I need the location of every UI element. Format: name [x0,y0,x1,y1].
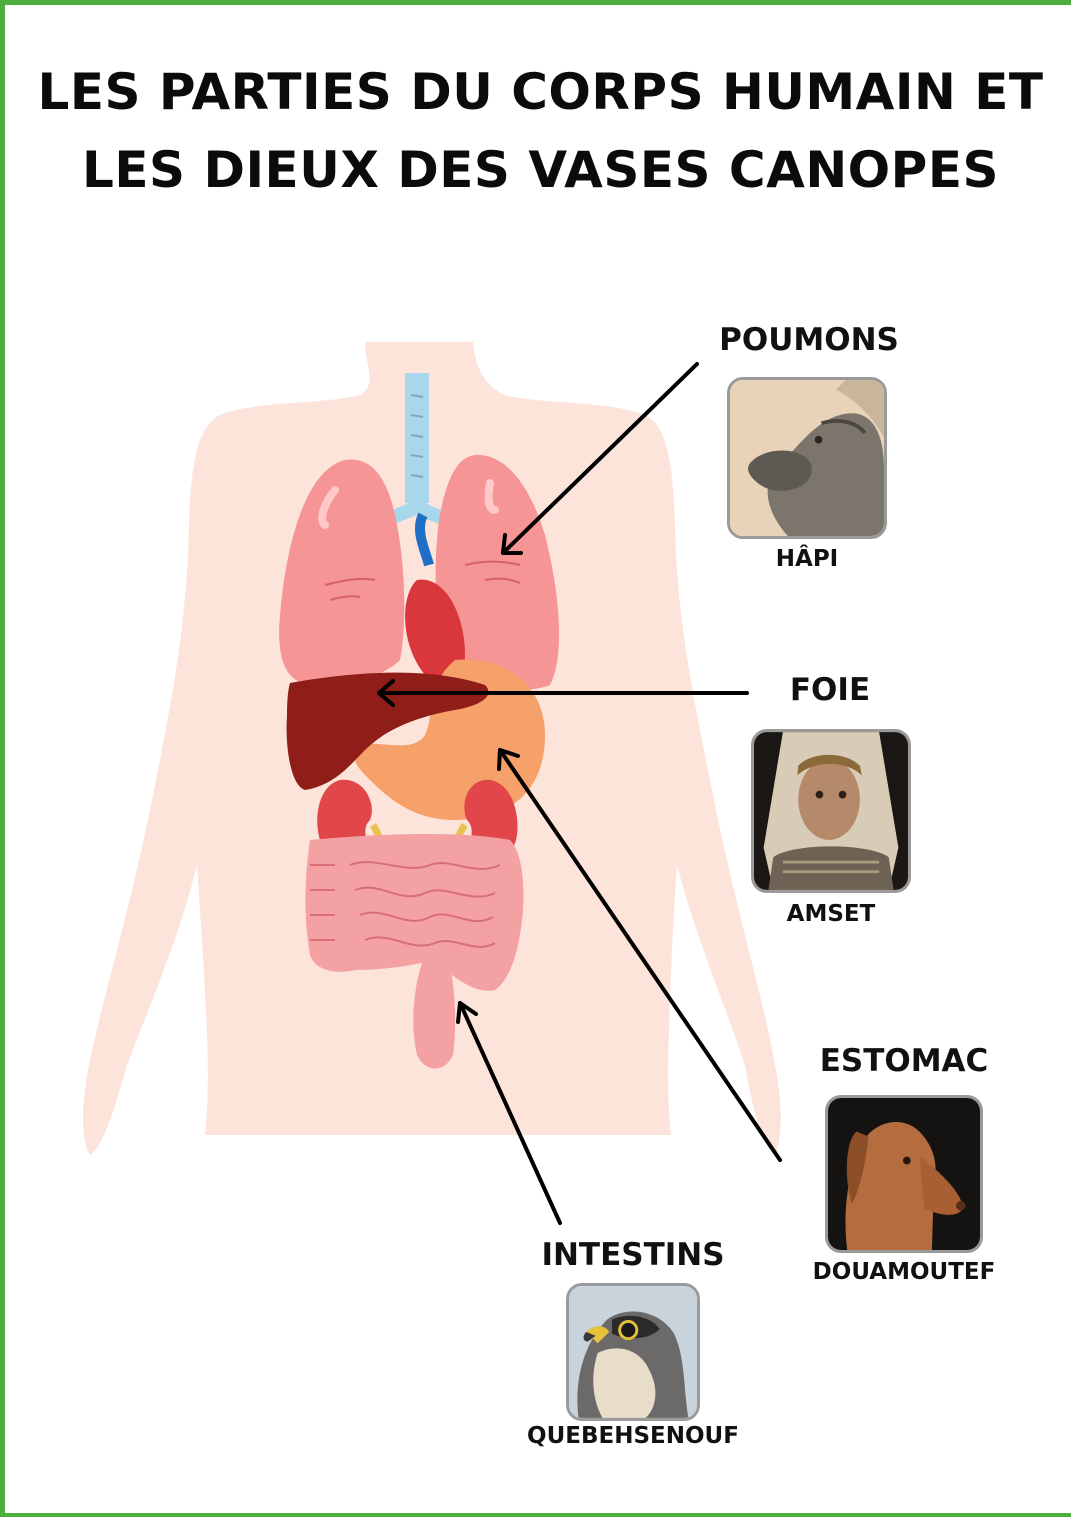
jackal-dog-image [828,1098,980,1250]
god-label-douamoutef: DOUAMOUTEF [813,1259,996,1285]
god-label-quebehsenouf: QUEBEHSENOUF [527,1423,739,1449]
organ-label-estomac: ESTOMAC [820,1043,989,1079]
god-label-amset: AMSET [787,901,876,927]
organ-label-foie: FOIE [790,672,870,708]
falcon-image [569,1286,697,1418]
god-label-hapi: HÂPI [776,546,838,572]
jackal-dog-photo [825,1095,983,1253]
baboon-photo [727,377,887,539]
human-portrait-image [754,732,908,890]
organ-label-poumons: POUMONS [719,322,899,358]
organ-label-intestins: INTESTINS [541,1237,724,1273]
human-portrait-photo [751,729,911,893]
anatomy-diagram [5,5,1071,1517]
falcon-photo [566,1283,700,1421]
baboon-image [730,380,884,536]
